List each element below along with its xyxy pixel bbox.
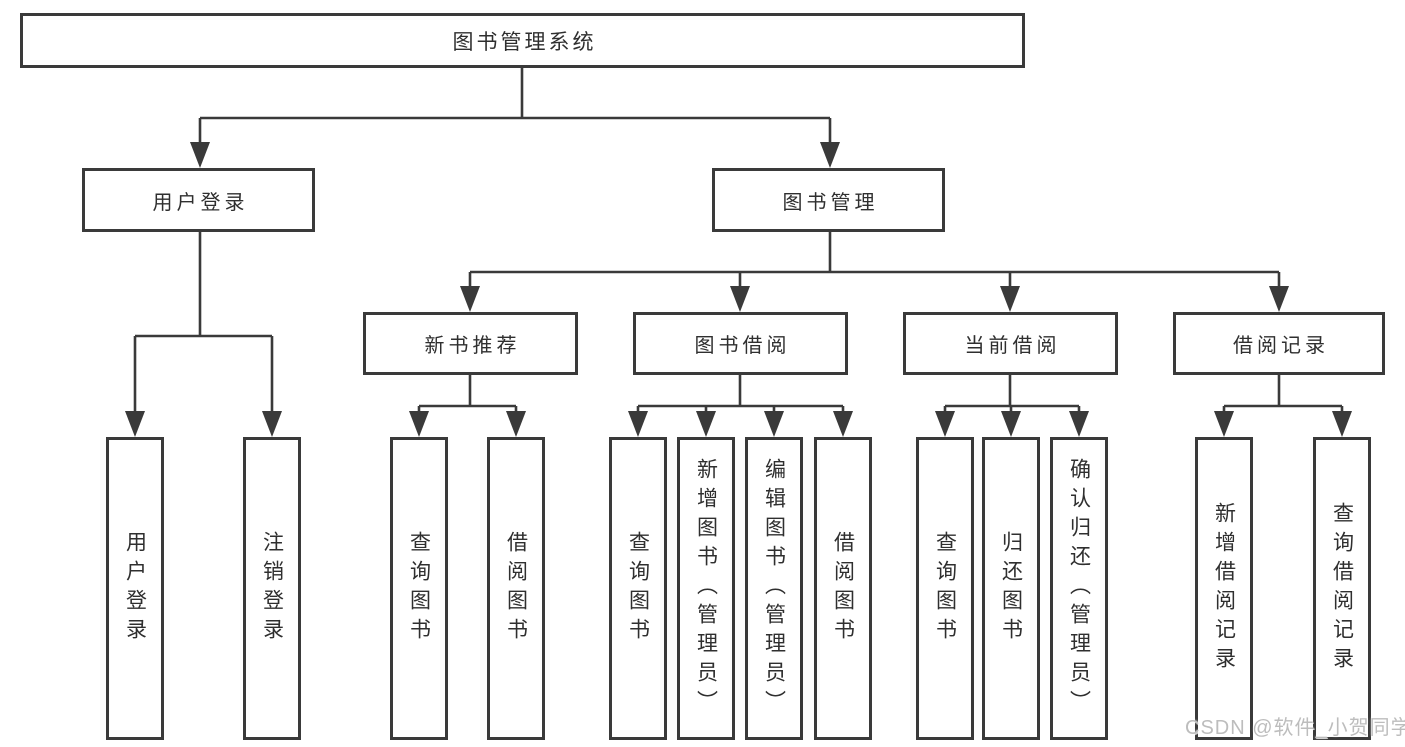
arrow-down-icon <box>696 411 716 437</box>
connector-line <box>943 375 1081 414</box>
arrow-down-icon <box>935 411 955 437</box>
node-user-login: 用户登录 <box>82 168 315 232</box>
arrow-down-icon <box>125 411 145 437</box>
leaf-add-books-admin: 新增图书（管理员） <box>677 437 735 740</box>
node-book-borrowing: 图书借阅 <box>633 312 848 375</box>
node-borrowing-records: 借阅记录 <box>1173 312 1385 375</box>
arrow-down-icon <box>506 411 526 437</box>
node-label: 借阅记录 <box>1233 335 1329 357</box>
node-label: 新书推荐 <box>424 335 521 357</box>
arrow-down-icon <box>190 142 210 168</box>
arrow-down-icon <box>833 411 853 437</box>
connector-line <box>1222 375 1344 414</box>
arrow-down-icon <box>460 286 480 312</box>
leaf-logout: 注销登录 <box>243 437 301 740</box>
connector-line <box>133 232 274 415</box>
leaf-label: 新增借阅记录 <box>1212 501 1236 676</box>
node-label: 图书借阅 <box>694 335 791 357</box>
arrow-down-icon <box>1332 411 1352 437</box>
csdn-watermark: CSDN @软件_小贺同学 <box>1185 717 1405 739</box>
arrow-down-icon <box>730 286 750 312</box>
leaf-user-login: 用户登录 <box>106 437 164 740</box>
arrow-down-icon <box>409 411 429 437</box>
connector-line <box>468 232 1281 290</box>
leaf-label: 查询图书 <box>933 530 957 647</box>
leaf-label: 用户登录 <box>123 530 147 647</box>
leaf-label: 查询图书 <box>407 530 431 647</box>
node-new-book-recommendation: 新书推荐 <box>363 312 578 375</box>
arrow-down-icon <box>1269 286 1289 312</box>
arrow-down-icon <box>1214 411 1234 437</box>
leaf-label: 新增图书（管理员） <box>694 458 718 719</box>
node-label: 图书管理 <box>782 191 879 214</box>
leaf-label: 注销登录 <box>260 530 284 647</box>
leaf-label: 借阅图书 <box>504 530 528 647</box>
leaf-return-books: 归还图书 <box>982 437 1040 740</box>
node-library-management-system: 图书管理系统 <box>20 13 1025 68</box>
leaf-borrow-books: 借阅图书 <box>487 437 545 740</box>
arrow-down-icon <box>764 411 784 437</box>
arrow-down-icon <box>820 142 840 168</box>
connector-line <box>636 375 845 414</box>
node-book-management: 图书管理 <box>712 168 945 232</box>
arrow-down-icon <box>262 411 282 437</box>
leaf-confirm-return-admin: 确认归还（管理员） <box>1050 437 1108 740</box>
leaf-label: 确认归还（管理员） <box>1067 458 1091 719</box>
connector-line <box>417 375 518 414</box>
leaf-query-books: 查询图书 <box>390 437 448 740</box>
leaf-borrow-books: 借阅图书 <box>814 437 872 740</box>
leaf-label: 编辑图书（管理员） <box>762 458 786 719</box>
node-label: 图书管理系统 <box>452 30 597 54</box>
leaf-query-books: 查询图书 <box>916 437 974 740</box>
arrow-down-icon <box>628 411 648 437</box>
arrow-down-icon <box>1000 286 1020 312</box>
arrow-down-icon <box>1001 411 1021 437</box>
node-current-borrowing: 当前借阅 <box>903 312 1118 375</box>
connector-line <box>198 68 832 148</box>
leaf-query-books: 查询图书 <box>609 437 667 740</box>
node-label: 当前借阅 <box>964 335 1061 357</box>
leaf-label: 归还图书 <box>999 530 1023 647</box>
arrow-down-icon <box>1069 411 1089 437</box>
node-label: 用户登录 <box>152 191 249 214</box>
leaf-edit-books-admin: 编辑图书（管理员） <box>745 437 803 740</box>
leaf-label: 查询借阅记录 <box>1330 501 1354 676</box>
leaf-label: 查询图书 <box>626 530 650 647</box>
leaf-query-borrow-record: 查询借阅记录 <box>1313 437 1371 740</box>
leaf-add-borrow-record: 新增借阅记录 <box>1195 437 1253 740</box>
leaf-label: 借阅图书 <box>831 530 855 647</box>
